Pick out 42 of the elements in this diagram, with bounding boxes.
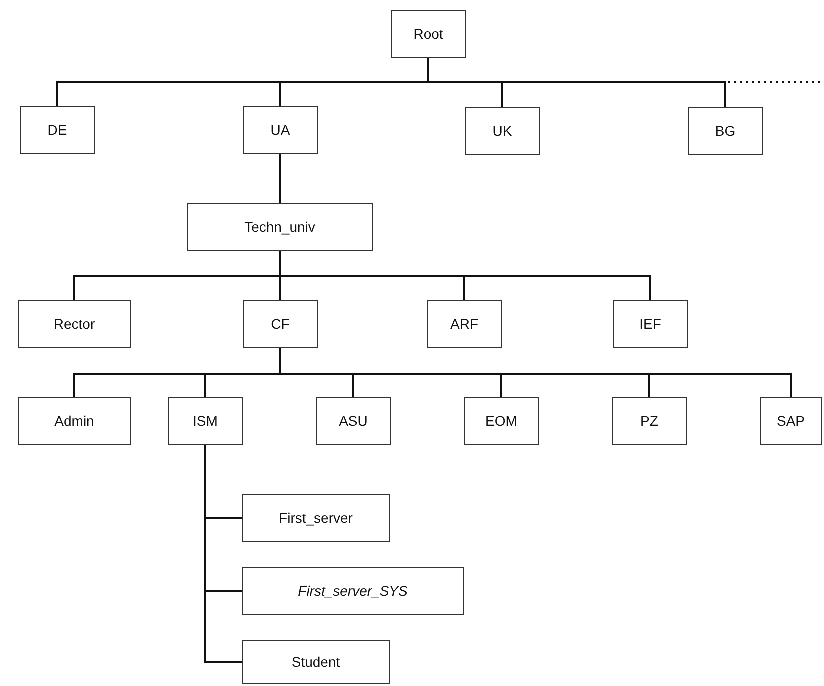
node-label: EOM [486, 413, 518, 429]
box [168, 397, 243, 445]
node-label: ARF [450, 316, 478, 332]
node-label: PZ [640, 413, 658, 429]
box [242, 640, 390, 684]
node-label: UA [270, 122, 290, 138]
box [243, 106, 318, 154]
node-label: Admin [54, 413, 94, 429]
node-label: Student [292, 654, 340, 670]
box [242, 567, 464, 615]
node-label: Root [414, 26, 444, 42]
connector-line [280, 154, 282, 203]
box [187, 203, 373, 251]
node-label: SAP [776, 413, 805, 429]
connector-line [279, 251, 652, 300]
box [613, 300, 688, 348]
box [391, 10, 466, 58]
box [427, 300, 502, 348]
box [20, 106, 95, 154]
node-label: CF [271, 316, 290, 332]
box [612, 397, 687, 445]
box [760, 397, 822, 445]
connector-line [204, 445, 242, 663]
box [18, 300, 131, 348]
box [688, 107, 763, 155]
connector-line [428, 58, 726, 107]
node-label: BG [715, 123, 736, 139]
box [464, 397, 539, 445]
box [18, 397, 131, 445]
box [465, 107, 540, 155]
node-label: UK [492, 123, 512, 139]
node-label: ISM [193, 413, 218, 429]
node-label: ASU [339, 413, 368, 429]
box [316, 397, 391, 445]
node-label: First_server [279, 510, 353, 526]
node-label: Rector [54, 316, 96, 332]
node-label: IEF [640, 316, 662, 332]
box [243, 300, 318, 348]
node-label: First_server_SYS [298, 583, 408, 599]
node-label: DE [48, 122, 68, 138]
node-label: Techn_univ [244, 219, 316, 235]
box [242, 494, 390, 542]
